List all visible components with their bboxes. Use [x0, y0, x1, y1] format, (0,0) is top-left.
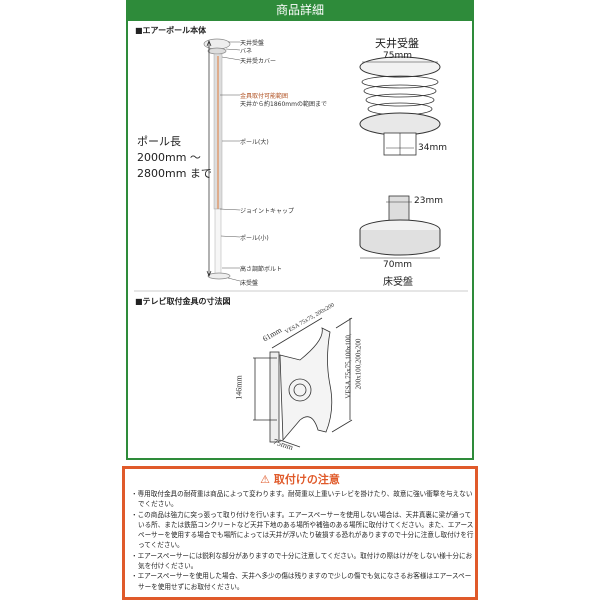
ceiling-detail-title: 天井受盤	[375, 37, 419, 50]
mount-vesa-large-2: 200x100,200x200	[354, 338, 363, 390]
pole-length-max: 2800mm まで	[137, 167, 212, 180]
label-pole-large: ポール(大)	[240, 139, 269, 146]
warning-list: 専用取付金具の耐荷重は商品によって変わります。耐荷重以上重いテレビを掛けたり、故…	[131, 489, 475, 592]
product-detail-panel	[126, 0, 474, 460]
label-mount-range-1: 金具取付可能範囲	[240, 93, 289, 100]
mount-height: 146mm	[234, 375, 244, 400]
warning-title: 取付けの注意	[273, 473, 340, 486]
pole-length: ポール長 2000mm ～ 2800mm まで	[137, 134, 212, 182]
label-spring: バネ	[240, 48, 253, 55]
floor-detail-title: 床受盤	[383, 277, 413, 288]
header-title: 商品詳細	[126, 0, 474, 21]
warning-item: エアースペーサーを使用した場合、天井へ多少の傷は残りますので少しの傷でも気になさ…	[131, 571, 475, 592]
label-mount-range-2: 天井から約1860mmの範囲まで	[240, 101, 327, 108]
floor-diameter: 70mm	[383, 260, 412, 270]
warning-triangle-icon: ⚠	[260, 473, 271, 486]
ceiling-diameter: 75mm	[383, 51, 412, 61]
warning-item: この商品は強力に突っ張って取り付けを行います。エアースペーサーを使用しない場合は…	[131, 510, 475, 551]
label-floor-plate: 床受盤	[240, 280, 259, 287]
pole-length-title: ポール長	[137, 135, 181, 148]
label-ceiling-plate: 天井受盤	[240, 40, 265, 47]
label-height-bolt: 高さ調節ボルト	[240, 266, 283, 273]
installation-warning-box: ⚠ 取付けの注意 専用取付金具の耐荷重は商品によって変わります。耐荷重以上重いテ…	[122, 466, 478, 600]
pole-diameter: 34mm	[418, 143, 447, 153]
pole-length-min: 2000mm ～	[137, 151, 201, 164]
mount-vesa-large-1: VESA 75x75,100x100,	[344, 333, 353, 399]
label-ceiling-cover: 天井受カバー	[240, 58, 277, 65]
pole-section-heading: ■エアーポール本体	[135, 26, 207, 35]
bolt-dimension: 23mm	[414, 196, 443, 206]
warning-item: 専用取付金具の耐荷重は商品によって変わります。耐荷重以上重いテレビを掛けたり、故…	[131, 489, 475, 510]
warning-item: エアースペーサーには鋭利な部分がありますので十分に注意してください。取付けの際は…	[131, 551, 475, 572]
tv-mount-drawing	[253, 317, 353, 448]
label-pole-small: ポール(小)	[240, 235, 269, 242]
label-joint-cap: ジョイントキャップ	[240, 208, 295, 215]
warning-title-row: ⚠ 取付けの注意	[125, 471, 475, 487]
mount-section-heading: ■テレビ取付金具の寸法図	[135, 297, 231, 306]
